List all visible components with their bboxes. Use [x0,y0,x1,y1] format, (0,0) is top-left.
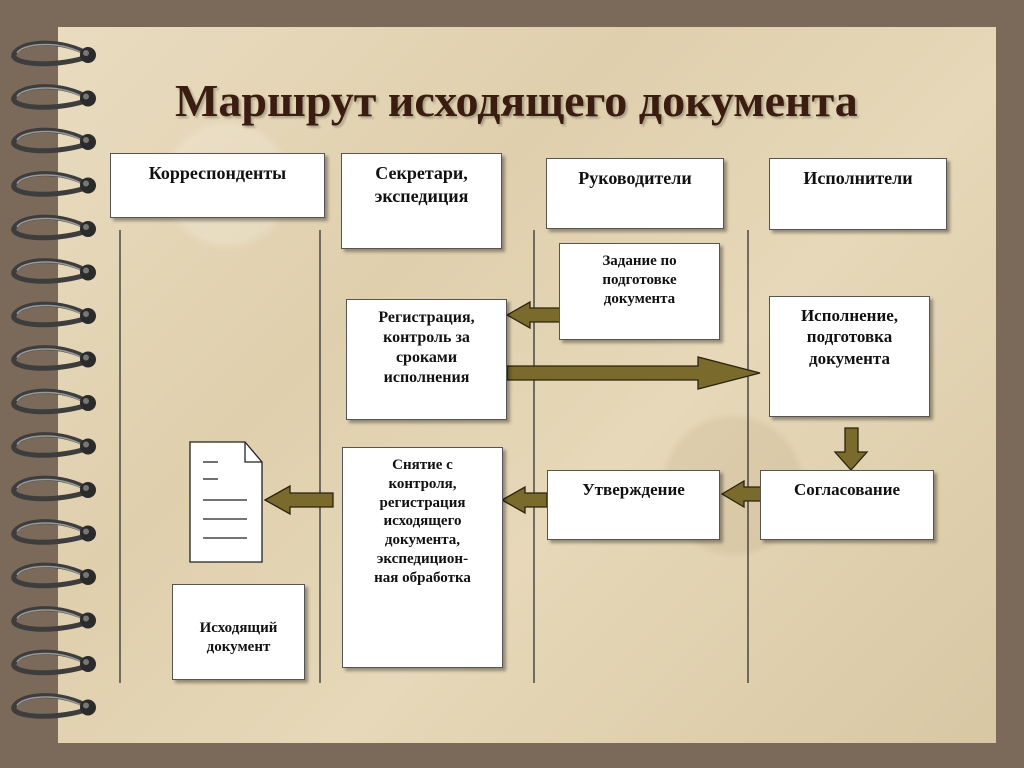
spiral-ring [11,562,96,589]
arrow-execution-to-coordination [833,427,869,471]
arrow-approval-to-closing [500,485,548,515]
spiral-ring [11,127,96,154]
spiral-ring [11,171,96,197]
spiral-ring [11,432,96,458]
step-registration: Регистрация, контроль за сроками исполне… [346,299,507,420]
step-task: Задание по подготовке документа [559,243,720,340]
header-managers: Руководители [546,158,724,229]
arrow-registration-to-execution [506,356,761,390]
header-correspondents: Корреспонденты [110,153,325,218]
arrow-coordination-to-approval [720,479,763,509]
swimlane-lines [119,230,749,683]
spiral-ring [11,301,96,328]
spiral-ring [11,475,96,502]
step-closing: Снятие с контроля, регистрация исходящег… [342,447,503,668]
document-icon [189,441,263,563]
spiral-ring [11,214,96,241]
spiral-ring [11,258,96,284]
spiral-ring [11,345,96,371]
spiral-ring [11,84,96,110]
arrow-closing-to-document [263,484,334,516]
spiral-ring [11,388,96,415]
step-coordination: Согласование [760,470,934,540]
step-outgoing-document: Исходящий документ [172,584,305,680]
spiral-ring [11,519,96,545]
step-approval: Утверждение [547,470,720,540]
spiral-rings [11,40,96,719]
spiral-ring [11,693,96,719]
spiral-ring [11,649,96,676]
header-secretaries: Секретари, экспедиция [341,153,502,249]
header-executors: Исполнители [769,158,947,230]
step-execution: Исполнение, подготовка документа [769,296,930,417]
page-title: Маршрут исходящего документа [175,75,858,126]
spiral-ring [11,40,96,67]
spiral-ring [11,606,96,632]
